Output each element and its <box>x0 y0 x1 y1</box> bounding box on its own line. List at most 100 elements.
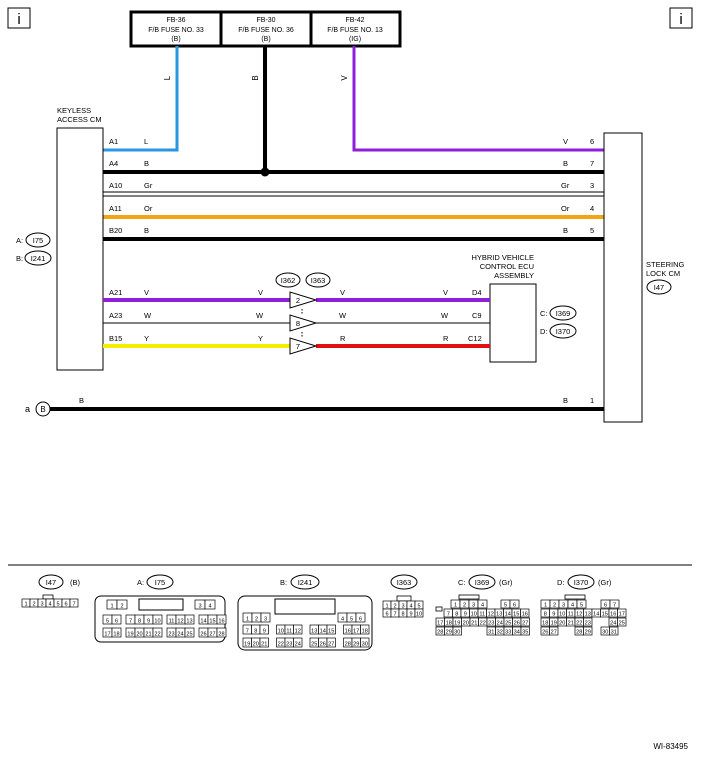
connector-pin-number: 29 <box>446 629 452 635</box>
connector-pin-number: 4 <box>341 616 344 622</box>
connector-pin-number: 6 <box>604 602 607 608</box>
fuse-box: FB-36 F/B FUSE NO. 33 (B) FB-30 F/B FUSE… <box>129 10 402 48</box>
color-label-r5: B <box>563 226 568 235</box>
connector-pin-number: 8 <box>544 611 547 617</box>
connector-pin-number: 1 <box>544 602 547 608</box>
keyless-access-cm: KEYLESS ACCESS CM <box>56 106 104 371</box>
hybrid-vehicle-ecu: HYBRID VEHICLE CONTROL ECU ASSEMBLY <box>471 253 537 363</box>
connector-pin-number: 18 <box>446 620 452 626</box>
connector-pin-cell <box>609 626 619 636</box>
connector-pin-cell <box>152 614 163 625</box>
color-label-b20: B <box>144 226 149 235</box>
connector-pin-number: 13 <box>496 611 502 617</box>
connector-callout-i75[interactable]: A: I75 <box>16 232 51 248</box>
svg-text:I370: I370 <box>556 327 571 336</box>
color-label-b15-1: Y <box>144 334 149 343</box>
pin-label-r4: 4 <box>590 204 594 213</box>
info-marker-left[interactable]: i <box>7 7 31 29</box>
connector-pin-number: 26 <box>320 641 326 647</box>
svg-text:(Gr): (Gr) <box>499 578 513 587</box>
connector-pin-number: 4 <box>481 602 484 608</box>
svg-text:F/B FUSE NO. 33: F/B FUSE NO. 33 <box>148 27 204 34</box>
pin-label-r7: 7 <box>590 159 594 168</box>
connector-pin-number: 16 <box>345 628 351 634</box>
connector-pin-number: 10 <box>278 628 284 634</box>
connector-pin-number: 24 <box>610 620 616 626</box>
connector-pin-number: 4 <box>571 602 574 608</box>
connector-pin-number: 28 <box>576 629 582 635</box>
pin-label-r1: 1 <box>590 396 594 405</box>
connector-pin-number: 3 <box>40 601 43 607</box>
connector-pin-number: 24 <box>497 620 503 626</box>
connector-pin-cell <box>520 608 530 618</box>
connector-pin-cell <box>520 617 530 627</box>
svg-text:(B): (B) <box>261 36 270 43</box>
svg-text:FB-36: FB-36 <box>166 17 185 24</box>
connector-pin-number: 2 <box>553 602 556 608</box>
svg-text:(B): (B) <box>171 36 180 43</box>
color-label-a21-3: V <box>340 288 345 297</box>
connector-pin-cell <box>204 599 216 610</box>
connector-callout-i241[interactable]: B: I241 <box>16 250 52 266</box>
color-label-r7: B <box>563 159 568 168</box>
svg-text:D:: D: <box>540 327 548 336</box>
splice-point <box>260 167 270 177</box>
connector-pin-cell <box>509 599 520 609</box>
connector-pin-number: 14 <box>320 628 326 634</box>
info-marker-right[interactable]: i <box>669 7 693 29</box>
connector-pin-number: 12 <box>576 611 582 617</box>
connector-pin-number: 29 <box>353 641 359 647</box>
connector-pin-number: 27 <box>328 641 334 647</box>
connector-pin-number: 22 <box>154 631 160 637</box>
connector-callout-i369[interactable]: C: I369 <box>540 305 577 321</box>
connector-pin-number: 9 <box>464 611 467 617</box>
connector-pin-number: 22 <box>480 620 486 626</box>
connector-pin-number: 24 <box>295 641 301 647</box>
connector-pin-number: 2 <box>393 603 396 609</box>
ground-reference[interactable]: a B <box>25 401 51 417</box>
color-label-a21-4: V <box>443 288 448 297</box>
connector-pin-number: 35 <box>522 629 528 635</box>
connector-pin-number: 2 <box>463 602 466 608</box>
pin-label-a1: A1 <box>109 137 118 146</box>
connector-pin-number: 4 <box>48 601 51 607</box>
color-label-b15-2: Y <box>258 334 263 343</box>
color-label-r1: B <box>563 396 568 405</box>
connector-callout-i370[interactable]: D: I370 <box>540 323 577 339</box>
connector-callout-i47[interactable]: I47 <box>646 279 672 295</box>
pin-label-a11: A11 <box>109 204 122 213</box>
color-label-b15-3: R <box>340 334 346 343</box>
connector-pin-number: 20 <box>463 620 469 626</box>
connector-pin-number: 1 <box>246 616 249 622</box>
connector-pin-number: 31 <box>488 629 494 635</box>
connector-pin-number: 28 <box>345 641 351 647</box>
connector-pin-number: 26 <box>514 620 520 626</box>
connector-pin-number: 31 <box>611 629 617 635</box>
svg-text:(IG): (IG) <box>349 36 361 43</box>
connector-pin-number: 28 <box>437 629 443 635</box>
ecu-pin-c12: C12 <box>468 334 482 343</box>
feed-label-v: V <box>340 75 349 81</box>
svg-text:STEERING: STEERING <box>646 260 685 269</box>
junction-callout-i362[interactable]: I362 <box>275 272 301 288</box>
wire-fuse33-l <box>103 46 179 152</box>
svg-text:CONTROL ECU: CONTROL ECU <box>480 262 534 271</box>
color-label-a4: B <box>144 159 149 168</box>
svg-text:I47: I47 <box>46 578 56 587</box>
connector-pin-number: 21 <box>145 631 151 637</box>
connector-pin-number: 2 <box>120 603 123 609</box>
connector-pin-number: 28 <box>218 631 224 637</box>
color-label-a1: L <box>144 137 148 146</box>
junction-callout-i363[interactable]: I363 <box>305 272 331 288</box>
connector-pin-number: 5 <box>580 602 583 608</box>
svg-text:i: i <box>679 11 682 28</box>
connector-pin-number: 34 <box>514 629 520 635</box>
fuse-36: FB-30 F/B FUSE NO. 36 (B) <box>238 17 294 43</box>
color-label-a23-3: W <box>339 311 347 320</box>
connector-pin-cell <box>116 599 128 610</box>
connector-pin-number: 23 <box>585 620 591 626</box>
connector-pin-cell <box>216 627 227 638</box>
connector-pin-number: 3 <box>198 603 201 609</box>
